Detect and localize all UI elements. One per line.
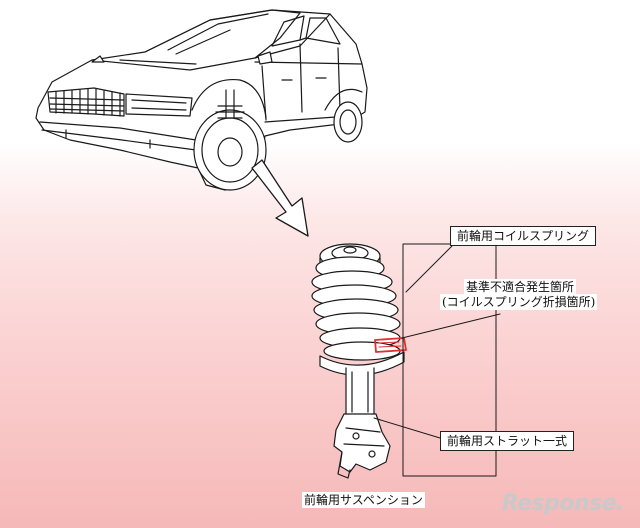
front-strut-assembly-illustration	[311, 243, 405, 479]
label-front-coil-spring: 前輪用コイルスプリング	[450, 226, 597, 246]
watermark-logo: Response.	[501, 491, 625, 516]
sedan-car-illustration	[35, 9, 368, 191]
hollow-down-right-arrow-icon	[251, 159, 309, 237]
label-nonconformity-line1: 基準不適合発生箇所	[464, 279, 577, 295]
spring-fracture-highlight	[374, 337, 407, 353]
label-front-suspension: 前輪用サスペンション	[302, 492, 425, 508]
callout-frame	[373, 243, 501, 477]
label-front-strut-assembly: 前輪用ストラット一式	[440, 431, 575, 451]
label-nonconformity-line2: (コイルスプリング折損箇所)	[440, 294, 598, 310]
